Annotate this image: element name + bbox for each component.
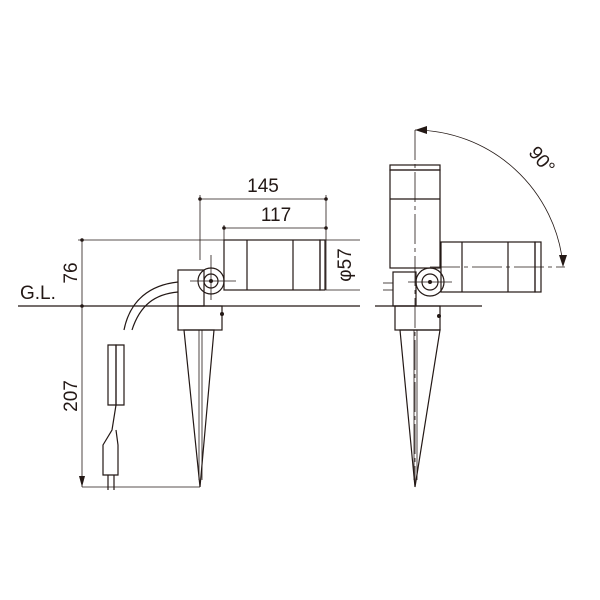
fixture-horizontal <box>102 239 326 490</box>
dim-angle: 90° <box>524 143 559 179</box>
dimension-lines <box>78 195 360 488</box>
dim-145: 145 <box>247 176 279 197</box>
dim-diameter: φ57 <box>335 248 356 281</box>
fixture-rotated <box>383 126 567 488</box>
dim-207: 207 <box>61 380 82 412</box>
ground-level-label: G.L. <box>20 283 56 304</box>
dim-76: 76 <box>61 262 82 283</box>
dim-117: 117 <box>261 205 291 226</box>
